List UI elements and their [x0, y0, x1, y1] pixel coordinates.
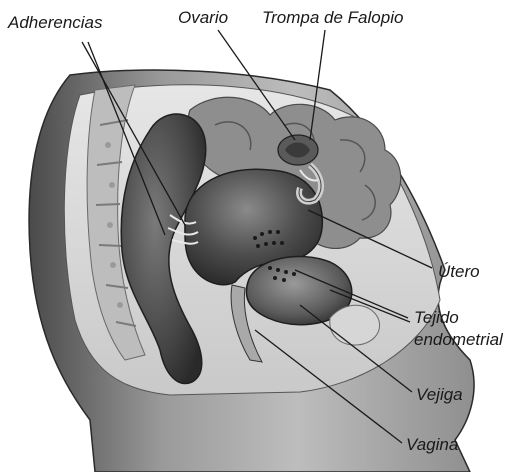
pubic-bone [330, 305, 380, 345]
label-vejiga: Vejiga [416, 385, 463, 404]
label-trompa: Trompa de Falopio [262, 8, 403, 27]
label-tejido-line2: endometrial [414, 330, 503, 349]
label-adherencias: Adherencias [8, 13, 103, 32]
label-ovario: Ovario [178, 8, 228, 27]
label-tejido-line1: Tejido [414, 308, 459, 327]
label-utero: Útero [438, 262, 480, 281]
label-vagina: Vagina [406, 435, 458, 454]
